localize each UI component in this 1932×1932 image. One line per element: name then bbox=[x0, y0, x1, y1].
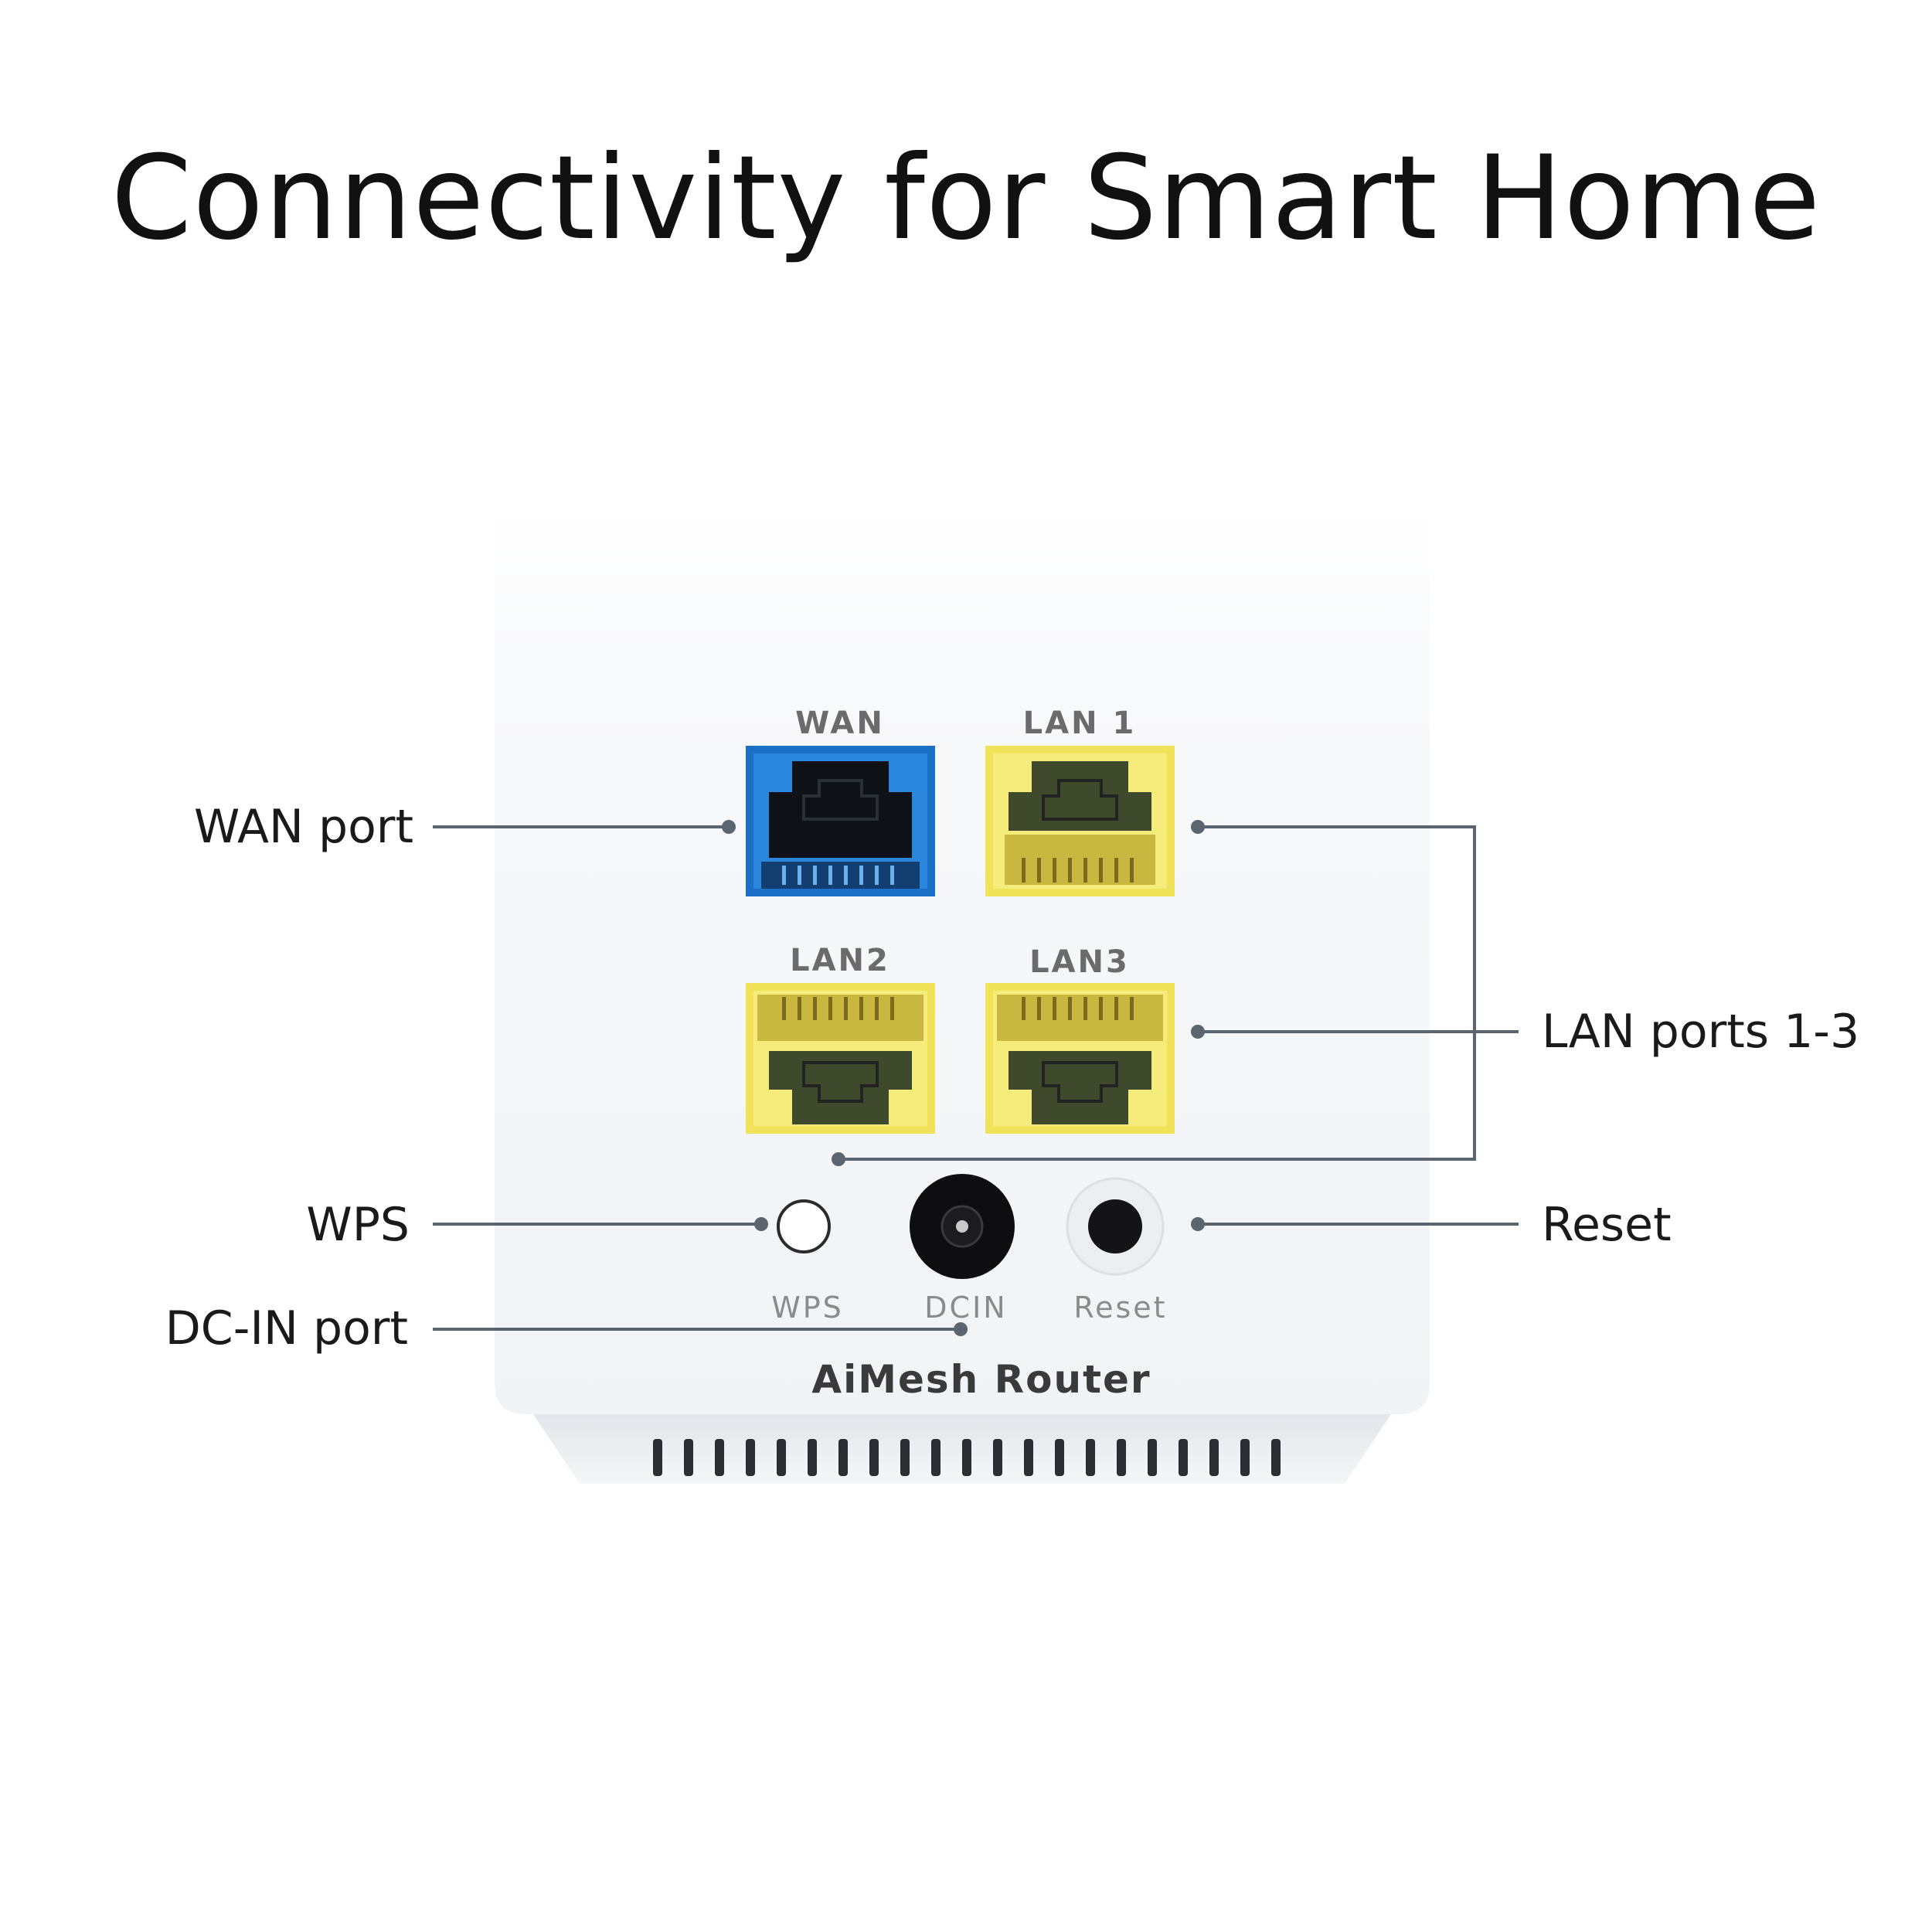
wps-dot bbox=[754, 1217, 768, 1231]
lan2-dot bbox=[832, 1152, 845, 1166]
router-body bbox=[495, 510, 1430, 1414]
page-title: Connectivity for Smart Home bbox=[111, 131, 1821, 266]
lan2-port-label: LAN2 bbox=[790, 943, 890, 978]
brand-label: AiMesh Router bbox=[811, 1357, 1151, 1402]
reset-dot bbox=[1191, 1217, 1205, 1231]
callout-dcin-port: DC-IN port bbox=[165, 1301, 408, 1355]
lan3-port bbox=[985, 983, 1175, 1134]
vent-slots bbox=[653, 1439, 1281, 1476]
reset-device-label: Reset bbox=[1073, 1291, 1168, 1325]
leader-lines bbox=[433, 825, 1519, 1331]
reset-button-illustration bbox=[1066, 1177, 1165, 1276]
lan1-dot bbox=[1191, 820, 1205, 834]
callout-wps: WPS bbox=[306, 1198, 410, 1252]
dcin-jack bbox=[910, 1174, 1015, 1279]
callout-reset: Reset bbox=[1542, 1198, 1672, 1252]
wan-dot bbox=[722, 820, 736, 834]
dcin-device-label: DCIN bbox=[924, 1291, 1008, 1325]
wan-port-label: WAN bbox=[795, 706, 885, 741]
lan1-port-label: LAN 1 bbox=[1022, 706, 1137, 741]
lan1-port bbox=[985, 746, 1175, 896]
lan3-dot bbox=[1191, 1025, 1205, 1039]
lan3-port-label: LAN3 bbox=[1029, 944, 1130, 980]
lan2-port bbox=[746, 983, 935, 1134]
callout-lan-ports: LAN ports 1-3 bbox=[1542, 1005, 1860, 1059]
dcin-dot bbox=[954, 1322, 968, 1336]
wan-port bbox=[746, 746, 935, 896]
wps-button-illustration bbox=[777, 1199, 831, 1253]
leader-dots bbox=[722, 820, 1205, 1336]
callout-wan-port: WAN port bbox=[193, 800, 413, 854]
wps-device-label: WPS bbox=[771, 1291, 844, 1325]
